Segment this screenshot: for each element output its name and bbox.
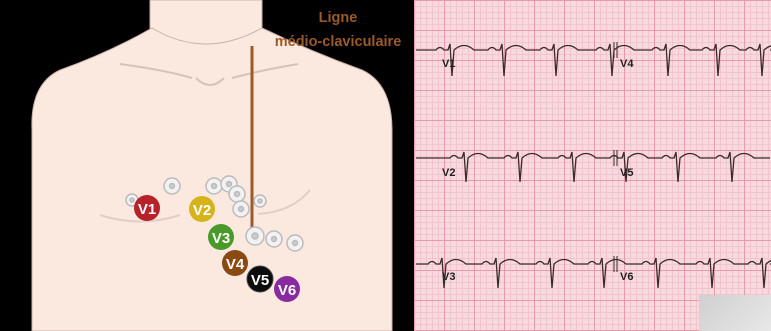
electrode-v3: V3	[208, 224, 234, 250]
ecg-trace-group	[416, 42, 771, 288]
electrode-v6: V6	[274, 276, 300, 302]
line-label-line2: médio-claviculaire	[275, 34, 402, 50]
lead-separator-2	[614, 150, 617, 166]
ecg-label-v5: V5	[620, 167, 633, 179]
line-label-line1: Ligne	[319, 10, 358, 26]
ecg-label-v6: V6	[620, 271, 633, 283]
svg-text:V2: V2	[193, 202, 211, 219]
electrode-v2: V2	[189, 196, 215, 222]
ecg-label-v4: V4	[620, 58, 634, 70]
ecg-label-v2: V2	[442, 167, 455, 179]
svg-text:V5: V5	[251, 272, 269, 289]
chest-diagram-panel: Ligne médio-claviculaire V1 V2 V3	[0, 0, 414, 331]
electrode-v4: V4	[222, 250, 248, 276]
svg-text:V3: V3	[212, 230, 230, 247]
svg-text:V1: V1	[138, 201, 156, 218]
corner-overlay	[699, 295, 771, 331]
lead-separator-3	[614, 256, 617, 272]
ecg-trace-row-2	[416, 152, 770, 182]
svg-text:V6: V6	[278, 282, 296, 299]
lead-separator-1	[614, 42, 617, 58]
chest-illustration: Ligne médio-claviculaire V1 V2 V3	[0, 0, 414, 331]
electrode-v5: V5	[247, 266, 273, 292]
svg-text:V4: V4	[226, 256, 245, 273]
ecg-label-v1: V1	[442, 58, 455, 70]
ecg-trace-row-1	[416, 44, 771, 76]
ecg-paper-panel: V1 V4 V2 V5 V3 V6	[414, 0, 771, 331]
electrode-v1: V1	[134, 195, 160, 221]
ecg-tracings: V1 V4 V2 V5 V3 V6	[414, 0, 771, 331]
ecg-label-v3: V3	[442, 271, 455, 283]
ecg-trace-row-3	[416, 258, 771, 288]
